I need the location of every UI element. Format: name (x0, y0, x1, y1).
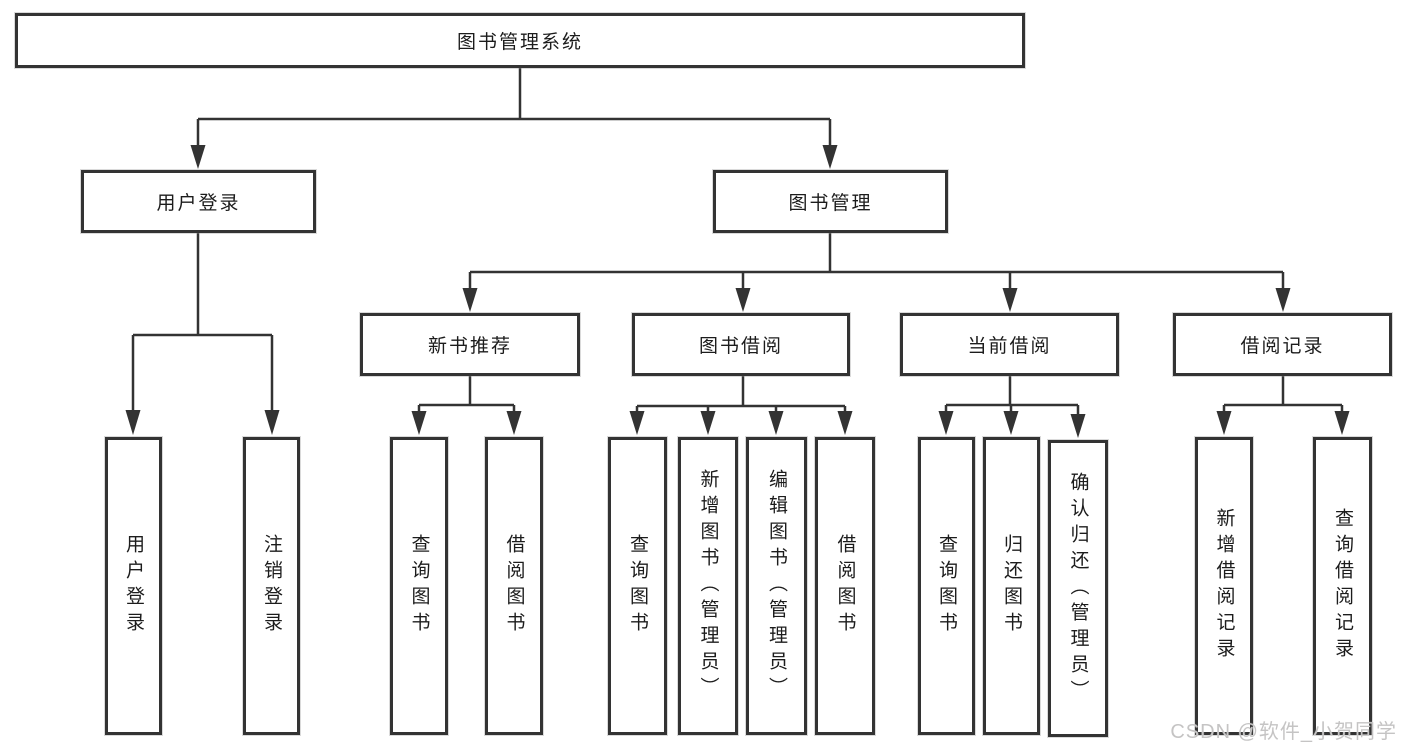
node-label: 查询借阅记录 (1332, 508, 1353, 664)
node-current-borrowing: 当前借阅 (900, 313, 1119, 376)
node-library-management-system: 图书管理系统 (15, 13, 1025, 68)
node-book-borrowing: 图书借阅 (632, 313, 850, 376)
node-label: 图书管理 (788, 193, 873, 214)
node-add-books-admin: 新增图书（管理员） (678, 437, 738, 735)
node-add-borrow-record: 新增借阅记录 (1195, 437, 1253, 735)
node-user-login: 用户登录 (81, 170, 316, 233)
node-label: 当前借阅 (967, 336, 1052, 357)
node-label: 借阅图书 (834, 534, 856, 638)
node-label: 图书借阅 (698, 336, 783, 357)
node-label: 查询图书 (627, 534, 648, 638)
node-label: 用户登录 (156, 193, 241, 214)
node-label: 借阅图书 (503, 534, 525, 638)
node-book-management: 图书管理 (713, 170, 948, 233)
node-borrow-books: 借阅图书 (815, 437, 875, 735)
node-label: 编辑图书（管理员） (766, 469, 787, 703)
node-borrow-books: 借阅图书 (485, 437, 543, 735)
node-query-books: 查询图书 (390, 437, 448, 735)
node-query-borrow-record: 查询借阅记录 (1313, 437, 1372, 735)
node-label: 新增图书（管理员） (697, 469, 719, 703)
node-label: 查询图书 (936, 534, 957, 638)
arrowheads (125, 145, 1350, 438)
csdn-watermark: CSDN @软件_小贺同学 (1170, 721, 1397, 743)
node-label: 确认归还（管理员） (1067, 471, 1089, 706)
node-borrowing-records: 借阅记录 (1173, 313, 1392, 376)
node-label: 借阅记录 (1240, 336, 1325, 357)
node-label: 新书推荐 (427, 336, 512, 357)
node-confirm-return-admin: 确认归还（管理员） (1048, 440, 1108, 737)
node-logout: 注销登录 (243, 437, 300, 735)
node-return-books: 归还图书 (983, 437, 1040, 735)
node-user-login-leaf: 用户登录 (105, 437, 162, 735)
node-label: 查询图书 (408, 534, 430, 638)
node-new-book-recommendation: 新书推荐 (360, 313, 580, 376)
node-edit-books-admin: 编辑图书（管理员） (746, 437, 807, 735)
node-label: 归还图书 (1001, 534, 1022, 638)
node-label: 用户登录 (123, 534, 144, 638)
node-label: 新增借阅记录 (1213, 508, 1235, 664)
node-query-books: 查询图书 (608, 437, 667, 735)
node-label: 注销登录 (261, 534, 282, 638)
node-label: 图书管理系统 (456, 32, 583, 53)
node-query-books: 查询图书 (918, 437, 975, 735)
